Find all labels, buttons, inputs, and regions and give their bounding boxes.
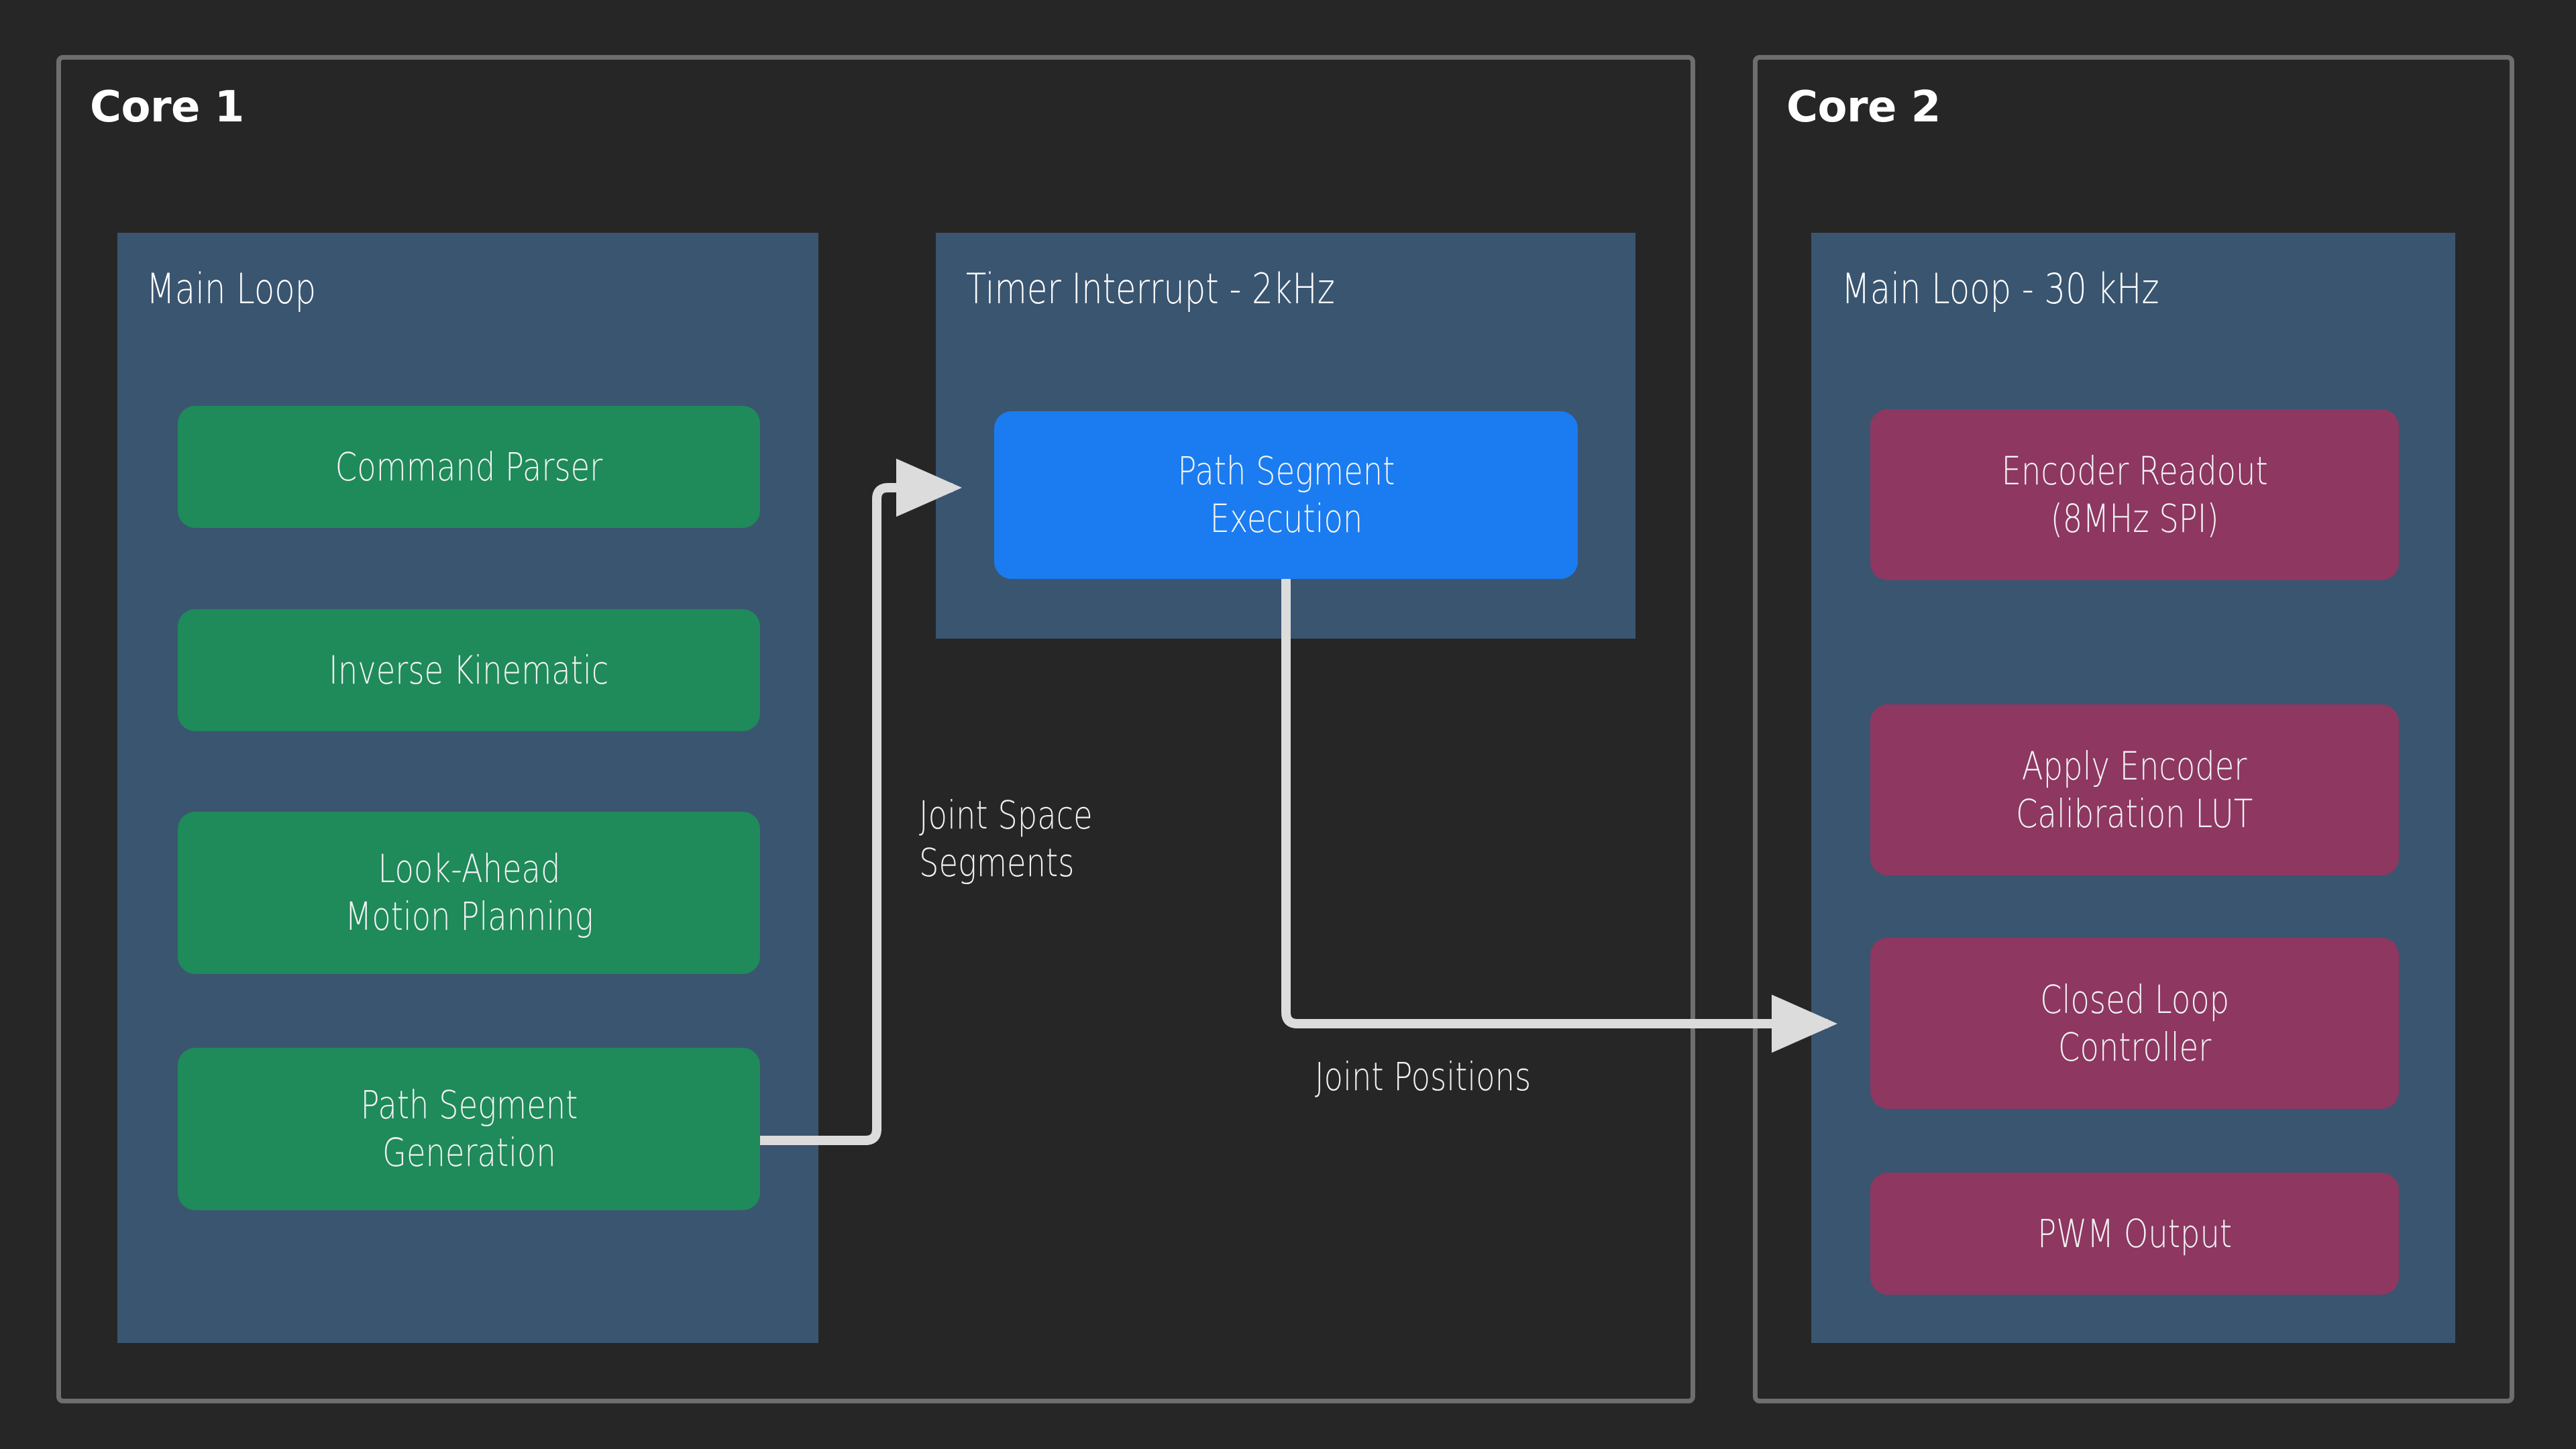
core-1-title: Core 1 <box>90 83 244 132</box>
node-command-parser[interactable]: Command Parser <box>178 406 760 528</box>
node-look-ahead-motion-planning-label: Look-Ahead Motion Planning <box>344 846 594 939</box>
core-2-title: Core 2 <box>1786 83 1941 132</box>
node-encoder-readout[interactable]: Encoder Readout (8MHz SPI) <box>1870 409 2399 580</box>
node-path-segment-generation-label: Path Segment Generation <box>360 1082 578 1175</box>
node-look-ahead-motion-planning[interactable]: Look-Ahead Motion Planning <box>178 812 760 974</box>
node-inverse-kinematic[interactable]: Inverse Kinematic <box>178 609 760 731</box>
node-apply-encoder-calibration-lut-label: Apply Encoder Calibration LUT <box>2016 743 2253 837</box>
core2-main-loop-title: Main Loop - 30 kHz <box>1841 264 2159 313</box>
core1-main-loop-title: Main Loop <box>146 264 317 313</box>
node-encoder-readout-label: Encoder Readout (8MHz SPI) <box>2001 447 2268 541</box>
node-path-segment-execution[interactable]: Path Segment Execution <box>994 411 1578 579</box>
node-inverse-kinematic-label: Inverse Kinematic <box>329 647 609 693</box>
node-pwm-output-label: PWM Output <box>2037 1210 2232 1256</box>
node-apply-encoder-calibration-lut[interactable]: Apply Encoder Calibration LUT <box>1870 704 2399 875</box>
node-closed-loop-controller[interactable]: Closed Loop Controller <box>1870 938 2399 1109</box>
edge-label-joint-space-segments: Joint Space Segments <box>919 792 1093 885</box>
node-path-segment-execution-label: Path Segment Execution <box>1177 448 1395 541</box>
edge-label-joint-positions: Joint Positions <box>1315 1054 1532 1099</box>
node-pwm-output[interactable]: PWM Output <box>1870 1173 2399 1295</box>
node-closed-loop-controller-label: Closed Loop Controller <box>2040 976 2229 1070</box>
node-command-parser-label: Command Parser <box>335 443 603 490</box>
core1-timer-interrupt-title: Timer Interrupt - 2kHz <box>966 264 1335 313</box>
node-path-segment-generation[interactable]: Path Segment Generation <box>178 1048 760 1210</box>
